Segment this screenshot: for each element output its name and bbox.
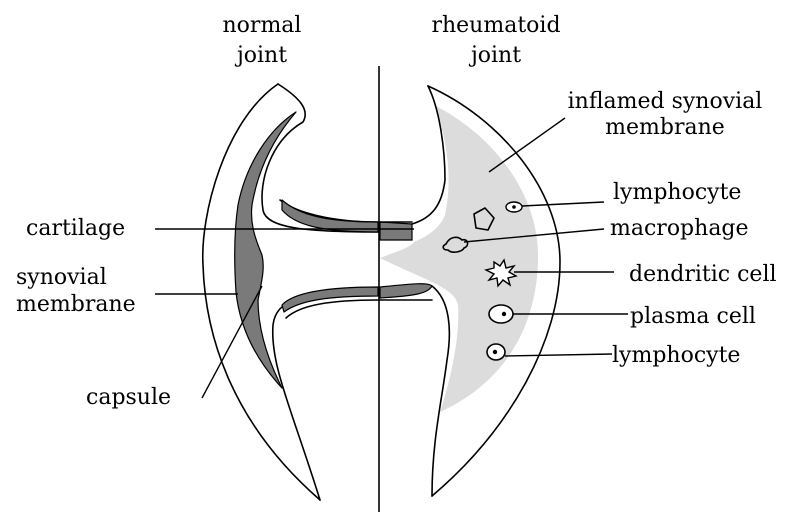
lymphocyte-bottom-nucleus xyxy=(493,350,497,354)
rheumatoid-capsule-inner xyxy=(412,86,445,224)
label-lymphocyte-bottom: lymphocyte xyxy=(612,343,740,368)
lymphocyte-top-nucleus xyxy=(512,205,516,209)
label-cartilage: cartilage xyxy=(26,216,125,241)
normal-upper-cartilage xyxy=(282,200,378,232)
heading-rheumatoid-line1: rheumatoid xyxy=(431,13,560,38)
normal-synovial-membrane xyxy=(235,112,296,388)
label-capsule: capsule xyxy=(86,385,171,410)
lymphocyte-top-leader xyxy=(522,202,604,206)
label-inflamed-line1: inflamed synovial xyxy=(568,89,763,114)
label-synovial-line1: synovial xyxy=(16,265,107,290)
rheumatoid-upper-cartilage xyxy=(380,222,412,240)
label-synovial-line2: membrane xyxy=(16,292,136,317)
heading-normal-line1: normal xyxy=(223,13,302,38)
label-inflamed-line2: membrane xyxy=(605,115,725,140)
inflamed-leader xyxy=(489,118,565,172)
label-macrophage: macrophage xyxy=(610,216,749,241)
label-lymphocyte-top: lymphocyte xyxy=(613,180,741,205)
rheumatoid-lower-cartilage xyxy=(380,284,432,298)
lymphocyte-bottom-leader xyxy=(505,354,612,356)
heading-normal-line2: joint xyxy=(234,43,287,68)
normal-capsule-inner-top xyxy=(262,84,378,232)
plasma-cell-nucleus xyxy=(502,312,506,316)
heading-rheumatoid-line2: joint xyxy=(468,43,521,68)
label-dendritic-cell: dendritic cell xyxy=(629,262,777,287)
label-plasma-cell: plasma cell xyxy=(630,304,756,329)
plasma-cell xyxy=(489,305,513,323)
